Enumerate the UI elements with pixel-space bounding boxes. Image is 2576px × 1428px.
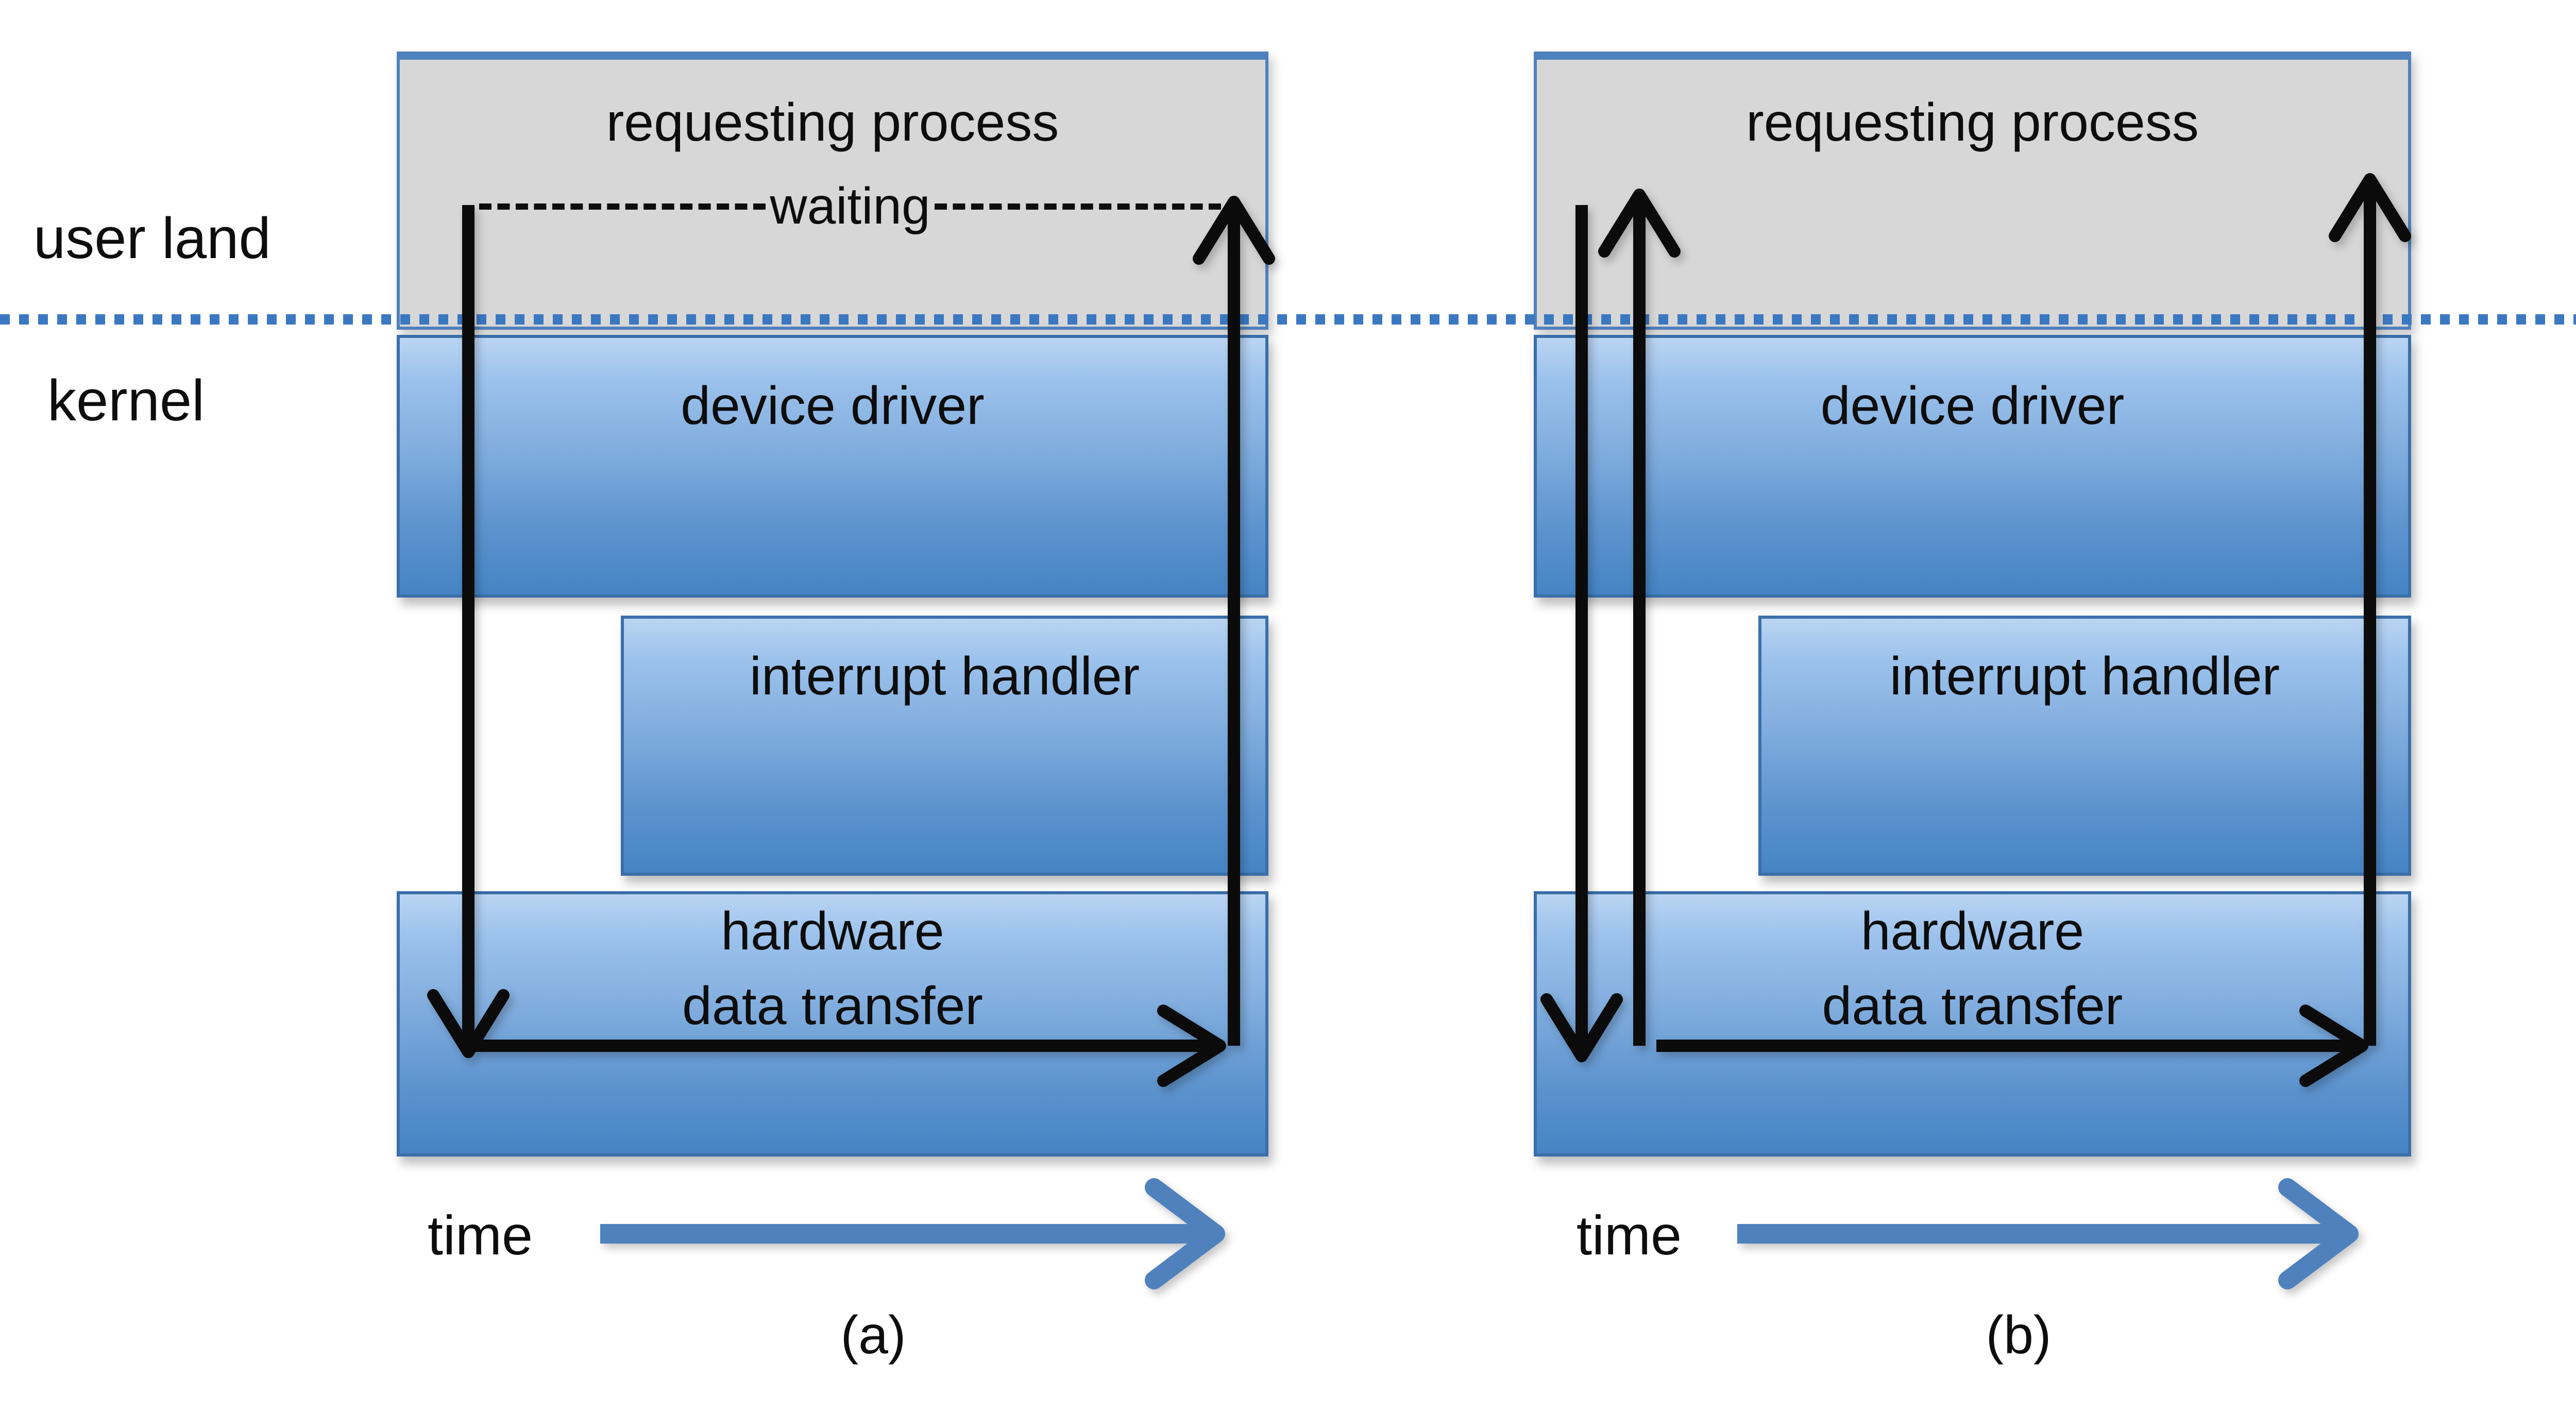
time-label-a: time (428, 1204, 533, 1266)
requesting-process-box-a: requesting process (397, 52, 1268, 330)
user-kernel-boundary-dotted-line-icon (0, 314, 2576, 325)
hardware-data-transfer-box-b: hardware data transfer (1534, 891, 2411, 1157)
hardware-label-line1-b: hardware (1860, 902, 2084, 961)
interrupt-handler-box-a: interrupt handler (621, 616, 1268, 876)
waiting-dashes-left-icon (479, 203, 766, 210)
device-driver-box-a: device driver (397, 335, 1268, 598)
user-land-label: user land (33, 206, 271, 270)
time-label-b: time (1577, 1204, 1682, 1266)
device-driver-box-b: device driver (1534, 335, 2411, 598)
interrupt-handler-box-b: interrupt handler (1758, 616, 2411, 876)
waiting-line-a: waiting (479, 169, 1221, 244)
device-driver-label-b: device driver (1820, 376, 2125, 436)
requesting-process-label-b: requesting process (1746, 93, 2199, 152)
waiting-label-a: waiting (770, 177, 930, 235)
requesting-process-box-b: requesting process (1534, 52, 2411, 330)
device-driver-label-a: device driver (681, 376, 985, 436)
hardware-label-line1-a: hardware (721, 902, 944, 961)
requesting-process-label-a: requesting process (606, 93, 1059, 152)
panel-caption-b: (b) (1986, 1305, 2052, 1365)
panel-caption-a: (a) (840, 1305, 906, 1365)
interrupt-handler-label-a: interrupt handler (749, 647, 1140, 706)
hardware-label-line2-b: data transfer (1822, 976, 2123, 1036)
interrupt-handler-label-b: interrupt handler (1889, 647, 2280, 706)
waiting-dashes-right-icon (934, 203, 1221, 210)
hardware-label-line2-a: data transfer (682, 976, 983, 1036)
hardware-data-transfer-box-a: hardware data transfer (397, 891, 1268, 1157)
kernel-label: kernel (47, 368, 205, 433)
